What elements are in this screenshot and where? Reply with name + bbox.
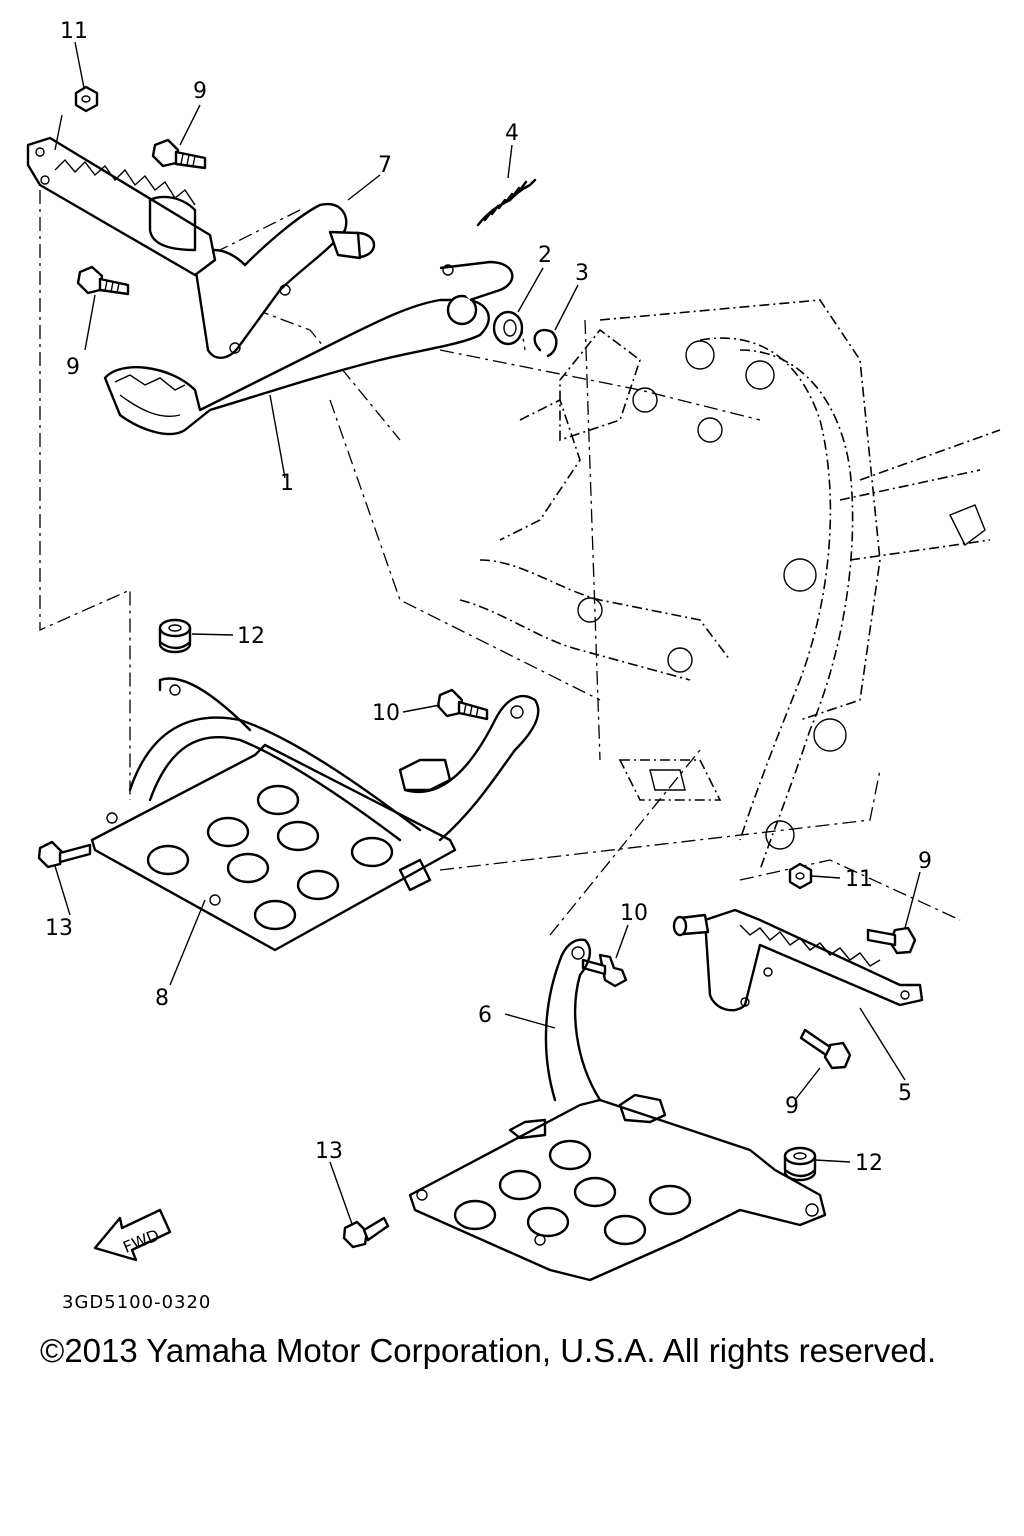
nut-11-upper (74, 85, 99, 113)
bolt-13-upper (37, 840, 92, 869)
callout-6: 6 (478, 1003, 492, 1028)
nut-11-lower (788, 862, 813, 890)
exploded-parts-diagram: FWD 11 9 9 4 7 2 3 1 12 10 13 (26, 19, 1001, 1282)
bolt-9-lower (799, 1028, 852, 1070)
motorcycle-frame (459, 299, 1001, 871)
bolt-9-right (866, 926, 917, 955)
circlip (533, 328, 558, 358)
callout-7: 7 (378, 153, 392, 178)
callout-11-lower: 11 (845, 867, 873, 892)
callout-1: 1 (280, 471, 294, 496)
grommet-12-upper (158, 618, 192, 654)
callout-9-right: 9 (918, 849, 932, 874)
diagram-code: 3GD5100-0320 (62, 1292, 212, 1313)
callout-leaders (54, 41, 921, 1225)
footrest-right (672, 908, 924, 1012)
brake-pedal (103, 260, 514, 436)
return-spring (476, 178, 537, 227)
callout-5: 5 (898, 1081, 912, 1106)
callout-labels: 11 9 9 4 7 2 3 1 12 10 13 8 11 9 10 6 5 … (45, 19, 932, 1176)
copyright-notice: ©2013 Yamaha Motor Corporation, U.S.A. A… (40, 1332, 937, 1369)
footrest-bracket-left (193, 202, 376, 359)
bolt-9-upper (151, 138, 207, 170)
footrest-left (26, 136, 217, 277)
forward-direction-arrow: FWD (93, 1208, 172, 1262)
callout-13-lower: 13 (315, 1139, 343, 1164)
step-plate-right (408, 938, 827, 1282)
bolt-10-upper (436, 688, 489, 721)
callout-2: 2 (538, 243, 552, 268)
bolt-13-lower (342, 1216, 390, 1249)
callout-3: 3 (575, 261, 589, 286)
callout-11-upper: 11 (60, 19, 88, 44)
step-plate-left (90, 677, 540, 952)
callout-13-upper: 13 (45, 916, 73, 941)
callout-4: 4 (505, 121, 519, 146)
washer (492, 310, 524, 346)
callout-9-upper: 9 (193, 79, 207, 104)
bolt-9-middle (76, 265, 130, 296)
callout-9-middle: 9 (66, 355, 80, 380)
grommet-12-lower (783, 1146, 817, 1182)
callout-12-upper: 12 (237, 624, 265, 649)
callout-10-lower: 10 (620, 901, 648, 926)
callout-12-lower: 12 (855, 1151, 883, 1176)
callout-10-upper: 10 (372, 701, 400, 726)
callout-8: 8 (155, 986, 169, 1011)
callout-9-lower: 9 (785, 1094, 799, 1119)
